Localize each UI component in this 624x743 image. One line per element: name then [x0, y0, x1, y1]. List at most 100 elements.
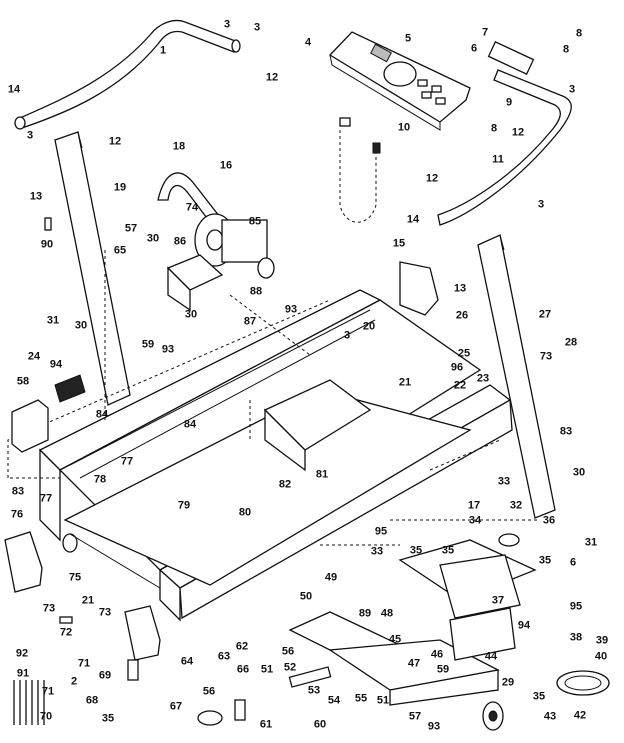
callout-number: 3	[26, 129, 34, 142]
callout-number: 71	[77, 657, 91, 670]
callout-number: 29	[501, 676, 515, 689]
callout-number: 86	[173, 235, 187, 248]
callout-number: 93	[427, 720, 441, 733]
callout-number: 25	[457, 347, 471, 360]
callout-number: 91	[16, 667, 30, 680]
motor-bracket	[166, 254, 224, 312]
drive-belt-rear	[556, 670, 610, 696]
callout-number: 12	[425, 172, 439, 185]
assembly-guides	[7, 250, 540, 546]
callout-number: 78	[93, 473, 107, 486]
callout-number: 30	[572, 466, 586, 479]
callout-number: 19	[113, 181, 127, 194]
frame-crossmember	[263, 379, 372, 472]
callout-number: 45	[388, 633, 402, 646]
callout-number: 9	[505, 96, 513, 109]
callout-number: 89	[358, 607, 372, 620]
callout-number: 15	[392, 237, 406, 250]
callout-number: 51	[376, 694, 390, 707]
callout-number: 24	[27, 350, 41, 363]
callout-number: 73	[42, 602, 56, 615]
callout-number: 31	[46, 314, 60, 327]
right-handlebar	[437, 41, 572, 226]
callout-number: 57	[408, 710, 422, 723]
callout-number: 77	[39, 492, 53, 505]
callout-number: 33	[497, 475, 511, 488]
callout-number: 62	[235, 640, 249, 653]
callout-number: 49	[324, 571, 338, 584]
callout-number: 48	[380, 607, 394, 620]
callout-number: 40	[594, 650, 608, 663]
callout-number: 54	[327, 694, 341, 707]
callout-number: 10	[397, 121, 411, 134]
callout-number: 8	[575, 27, 583, 40]
callout-number: 30	[146, 232, 160, 245]
callout-number: 23	[476, 372, 490, 385]
callout-number: 44	[484, 650, 498, 663]
callout-number: 83	[11, 485, 25, 498]
callout-number: 73	[539, 350, 553, 363]
rear-end-cap	[124, 605, 161, 661]
callout-number: 13	[453, 282, 467, 295]
callout-number: 12	[108, 135, 122, 148]
callout-number: 68	[85, 694, 99, 707]
callout-number: 30	[184, 308, 198, 321]
motor-assembly	[194, 213, 275, 279]
callout-number: 96	[450, 361, 464, 374]
callout-number: 88	[249, 285, 263, 298]
callout-number: 83	[559, 425, 573, 438]
callout-number: 43	[543, 710, 557, 723]
callout-number: 59	[436, 663, 450, 676]
callout-number: 56	[202, 685, 216, 698]
callout-number: 52	[283, 661, 297, 674]
callout-number: 8	[562, 43, 570, 56]
callout-number: 47	[407, 657, 421, 670]
callout-number: 27	[538, 308, 552, 321]
callout-number: 35	[101, 712, 115, 725]
belt-small	[498, 533, 520, 547]
callout-number: 35	[441, 544, 455, 557]
callout-number: 84	[183, 418, 197, 431]
callout-number: 18	[172, 140, 186, 153]
callout-number: 8	[490, 122, 498, 135]
callout-number: 21	[398, 376, 412, 389]
callout-number: 81	[315, 468, 329, 481]
callout-number: 74	[185, 201, 199, 214]
callout-number: 21	[81, 594, 95, 607]
callout-number: 4	[304, 36, 312, 49]
callout-number: 20	[362, 320, 376, 333]
callout-number: 80	[238, 506, 252, 519]
callout-number: 66	[236, 663, 250, 676]
callout-number: 33	[370, 545, 384, 558]
callout-number: 6	[470, 42, 478, 55]
left-handlebar	[14, 19, 241, 130]
callout-number: 3	[253, 21, 261, 34]
callout-number: 16	[219, 159, 233, 172]
callout-number: 7	[481, 26, 489, 39]
front-end-cap	[4, 531, 43, 593]
callout-number: 1	[159, 44, 167, 57]
callout-number: 50	[299, 590, 313, 603]
callout-number: 46	[430, 648, 444, 661]
callout-number: 3	[537, 198, 545, 211]
callout-number: 37	[491, 594, 505, 607]
callout-number: 90	[40, 238, 54, 251]
incline-motor	[288, 666, 332, 688]
console	[328, 31, 471, 131]
callout-number: 95	[374, 525, 388, 538]
callout-number: 26	[455, 309, 469, 322]
callout-number: 42	[573, 709, 587, 722]
callout-number: 87	[243, 315, 257, 328]
left-cover-parts	[11, 374, 86, 453]
front-roller	[62, 533, 161, 589]
callout-number: 58	[16, 375, 30, 388]
callout-number: 11	[492, 153, 504, 166]
callout-number: 79	[177, 499, 191, 512]
callout-number: 60	[313, 718, 327, 731]
callout-number: 35	[409, 544, 423, 557]
callout-number: 56	[281, 645, 295, 658]
callout-number: 39	[595, 634, 609, 647]
callout-number: 38	[569, 631, 583, 644]
